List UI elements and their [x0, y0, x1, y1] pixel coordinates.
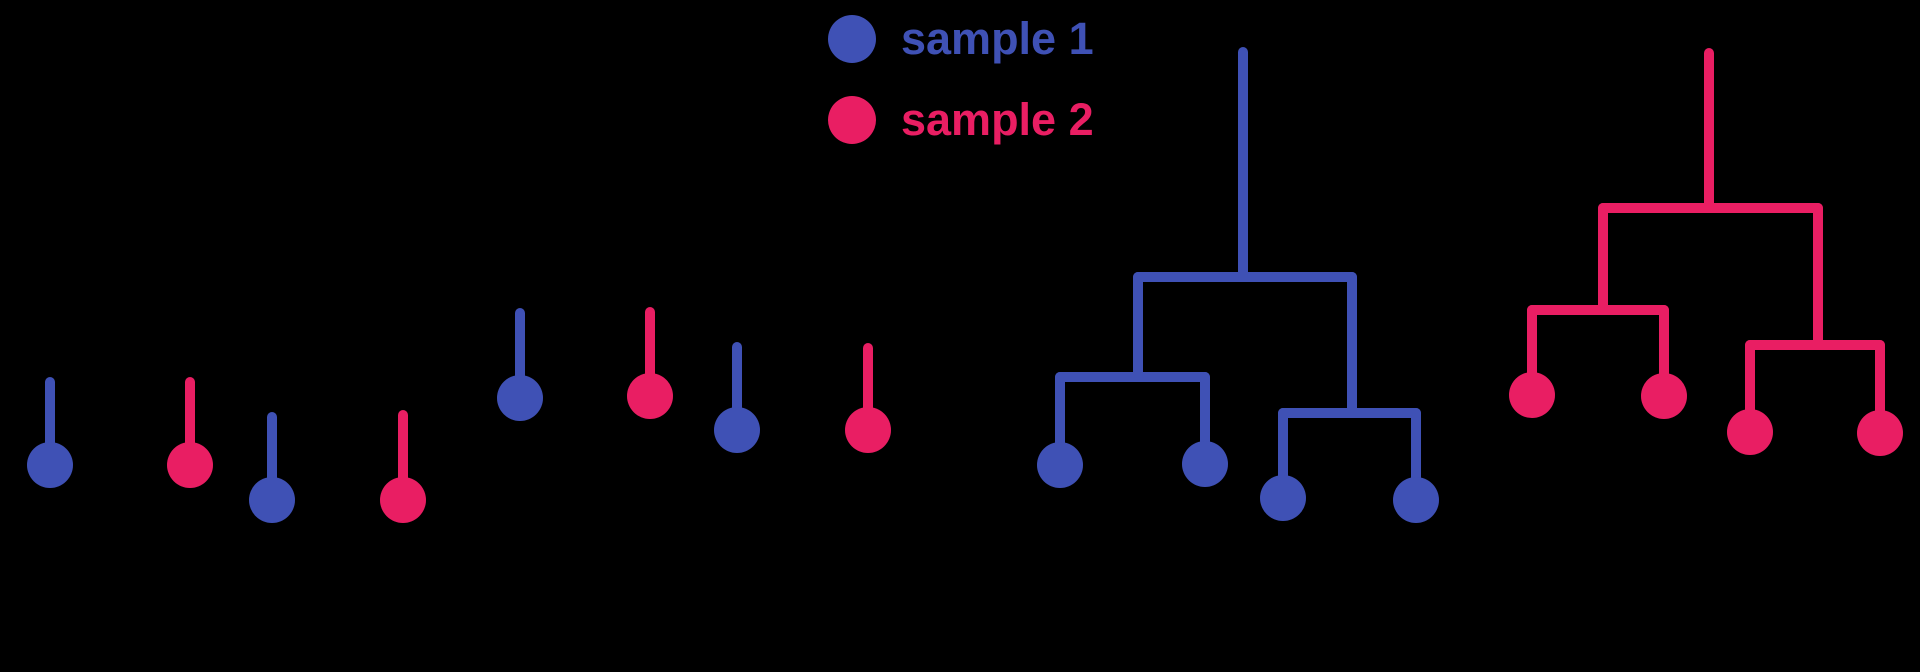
- edge-segment: [398, 410, 408, 505]
- sample-node: [497, 375, 543, 421]
- sample-node: [249, 477, 295, 523]
- legend-label-sample-1: sample 1: [901, 13, 1094, 64]
- legend-label-sample-2: sample 2: [901, 94, 1094, 145]
- legend-item-sample-2: sample 2: [828, 96, 1094, 144]
- edge-segment: [45, 377, 55, 470]
- edge-segment: [1055, 372, 1210, 382]
- edge-segment: [185, 377, 195, 470]
- edge-segment: [1411, 408, 1421, 505]
- edge-segment: [1813, 203, 1823, 350]
- sample-node: [845, 407, 891, 453]
- edge-segment: [1598, 203, 1608, 315]
- sample-node: [714, 407, 760, 453]
- sample-node: [1509, 372, 1555, 418]
- sample-node: [1727, 409, 1773, 455]
- edge-segment: [1133, 272, 1143, 382]
- sample-node: [380, 477, 426, 523]
- sample-node: [167, 442, 213, 488]
- edge-segment: [863, 343, 873, 435]
- sample-node: [1182, 441, 1228, 487]
- edge-segment: [1527, 305, 1669, 315]
- edge-segment: [1745, 340, 1885, 350]
- edge-segment: [645, 307, 655, 401]
- edge-segment: [1347, 272, 1357, 418]
- sample-node: [1260, 475, 1306, 521]
- edge-segment: [1745, 340, 1755, 437]
- sample-node: [1857, 410, 1903, 456]
- sample-node: [627, 373, 673, 419]
- edge-segment: [732, 342, 742, 435]
- edge-segment: [1598, 203, 1823, 213]
- edge-segment: [267, 412, 277, 505]
- edge-segment: [1704, 48, 1714, 213]
- edge-segment: [1527, 305, 1537, 400]
- edge-segment: [1200, 372, 1210, 469]
- edge-segment: [1278, 408, 1421, 418]
- legend-dot-sample-1-icon: [828, 15, 876, 63]
- legend-item-sample-1: sample 1: [828, 15, 1094, 63]
- edge-segment: [1659, 305, 1669, 401]
- edge-segment: [515, 308, 525, 403]
- sample-node: [1641, 373, 1687, 419]
- edge-segment: [1238, 47, 1248, 282]
- edge-segment: [1875, 340, 1885, 438]
- edge-segment: [1055, 372, 1065, 470]
- sample-node: [1393, 477, 1439, 523]
- edge-segment: [1278, 408, 1288, 503]
- legend-dot-sample-2-icon: [828, 96, 876, 144]
- sample-node: [27, 442, 73, 488]
- sample-node: [1037, 442, 1083, 488]
- edge-segment: [1133, 272, 1357, 282]
